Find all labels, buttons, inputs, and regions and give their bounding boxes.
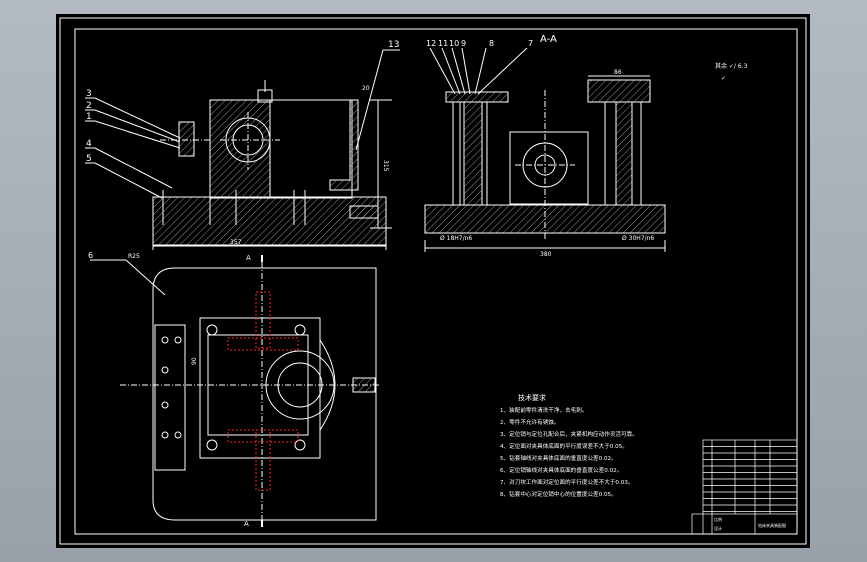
tech-item-5: 5、钻套轴线对夹具体底面的垂直度公差0.02。 xyxy=(500,454,617,462)
balloon-7: 7 xyxy=(528,39,533,48)
cut-marker-bottom: A xyxy=(244,520,249,528)
roughness-line-2: ✓ xyxy=(721,75,726,82)
dim-width-section: 380 xyxy=(540,251,552,258)
title-block-text: 钻床夹具装配图 比例 设计 xyxy=(714,516,786,531)
balloon-6: 6 xyxy=(88,251,93,260)
dim-top: 86 xyxy=(614,69,622,76)
tech-item-4: 4、定位面对夹具体底面的平行度误差不大于0.05。 xyxy=(500,442,628,450)
tech-item-1: 1、装配前零件清洗干净，去毛刺。 xyxy=(500,406,587,414)
balloon-8: 8 xyxy=(489,39,494,48)
dim-width-front: 357 xyxy=(230,239,242,246)
front-view-labels: 3 2 1 4 5 13 315 20 357 xyxy=(86,40,399,246)
drawing-name: 钻床夹具装配图 xyxy=(758,522,786,528)
balloon-11: 11 xyxy=(438,39,448,48)
section-view xyxy=(424,47,666,252)
balloon-3: 3 xyxy=(86,89,92,99)
balloon-1: 1 xyxy=(86,112,92,122)
tech-item-7: 7、对刀块工作面对定位面的平行度公差不大于0.03。 xyxy=(500,478,633,486)
tech-item-8: 8、钻套中心对定位销中心的位置度公差0.05。 xyxy=(500,490,617,498)
sheet-outer-border xyxy=(59,17,807,545)
scale-label: 比例 xyxy=(714,516,722,522)
fit-right: Ø 30H7/n6 xyxy=(622,235,654,242)
balloon-2: 2 xyxy=(86,101,92,111)
balloon-12: 12 xyxy=(426,39,436,48)
tech-title: 技术要求 xyxy=(518,393,546,402)
plan-view-labels: 6 R25 A A 90 xyxy=(88,251,251,528)
dim-height: 315 xyxy=(382,160,389,172)
section-title: A-A xyxy=(540,34,557,45)
radius-label: R25 xyxy=(128,253,140,260)
tech-requirements: 技术要求 1、装配前零件清洗干净，去毛刺。 2、零件不允许有锈蚀。 3、定位销与… xyxy=(500,393,638,498)
dim-plan-vertical: 90 xyxy=(191,357,198,365)
balloon-4: 4 xyxy=(86,139,92,149)
roughness-note: 其余 ✓/ 6.3 ✓ xyxy=(715,62,748,82)
cut-marker-top: A xyxy=(246,254,251,262)
roughness-line-1: 其余 ✓/ 6.3 xyxy=(715,62,748,70)
title-block xyxy=(691,439,798,535)
plan-view xyxy=(90,255,380,527)
section-view-labels: A-A 12 11 10 9 8 7 86 380 Ø 18H7/n6 Ø 30… xyxy=(426,34,654,258)
balloon-5: 5 xyxy=(86,154,92,164)
balloon-13: 13 xyxy=(388,40,399,50)
drawing-sheet xyxy=(56,14,810,548)
designer-label: 设计 xyxy=(714,525,722,531)
tech-item-6: 6、定位销轴线对夹具体底面的垂直度公差0.02。 xyxy=(500,466,622,474)
balloon-9: 9 xyxy=(461,39,466,48)
tech-item-2: 2、零件不允许有锈蚀。 xyxy=(500,418,560,426)
front-base-plate xyxy=(152,196,387,246)
balloon-10: 10 xyxy=(449,39,459,48)
front-view xyxy=(85,49,400,250)
fit-left: Ø 18H7/n6 xyxy=(440,235,472,242)
tech-item-3: 3、定位销与定位孔配合后，夹紧机构应动作灵活可靠。 xyxy=(500,430,638,438)
dim-small: 20 xyxy=(362,85,370,92)
plan-view-highlights xyxy=(227,291,299,491)
sheet-inner-border xyxy=(74,28,798,535)
